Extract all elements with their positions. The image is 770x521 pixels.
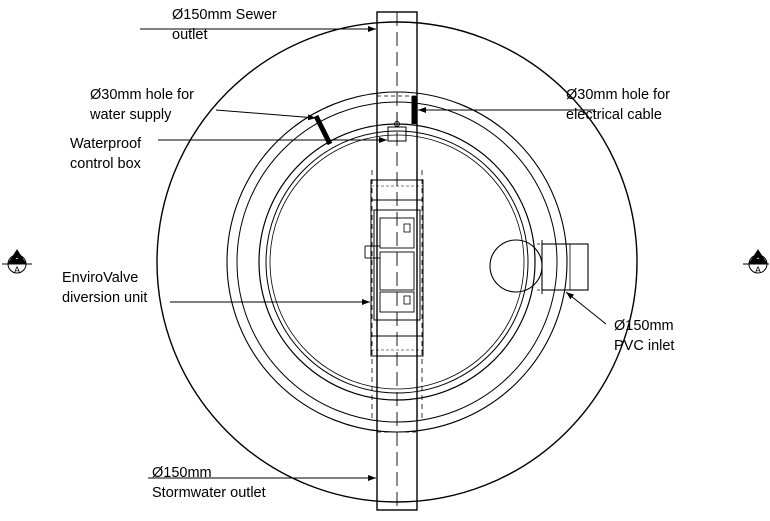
electrical-hole-label: Ø30mm hole for electrical cable — [566, 87, 674, 123]
section-marker-left: - A — [2, 249, 32, 275]
control-box-shape — [387, 112, 407, 142]
pvc-inlet-shape — [489, 239, 589, 294]
water-supply-hole-label: Ø30mm hole for water supply — [89, 87, 198, 123]
leader-lines — [140, 26, 607, 481]
pvc-inlet-label: Ø150mm PVC inlet — [614, 318, 678, 354]
water-supply-hole-mark — [313, 114, 333, 146]
section-marker-right-bottom: A — [755, 265, 761, 275]
section-marker-left-bottom: A — [14, 265, 20, 275]
control-box-label: Waterproof control box — [70, 136, 145, 172]
diversion-unit-label: EnviroValve diversion unit — [62, 270, 147, 306]
section-marker-right: - A — [743, 249, 769, 275]
section-marker-right-top: - — [757, 253, 760, 263]
vertical-pipe — [371, 11, 423, 511]
diversion-unit-body — [364, 179, 424, 357]
stormwater-outlet-label: Ø150mm Stormwater outlet — [152, 465, 266, 501]
section-marker-left-top: - — [16, 253, 19, 263]
sewer-outlet-label: Ø150mm Sewer outlet — [172, 7, 281, 43]
